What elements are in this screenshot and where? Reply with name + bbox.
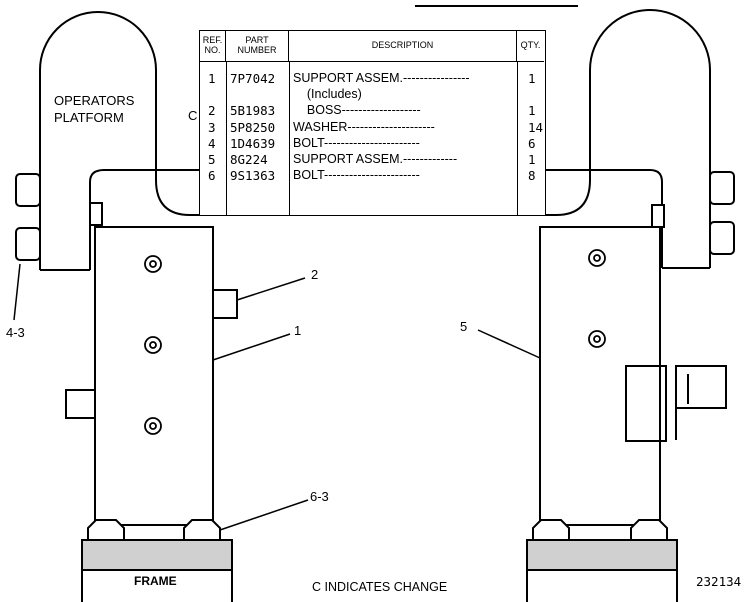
description-cell: SUPPORT ASSEM.---------------- [293,71,470,85]
change-note: C INDICATES CHANGE [312,580,448,594]
header-part-number: PART NUMBER [226,31,289,62]
ref-cell: 2 [208,103,216,119]
right-support-body [539,226,661,526]
figure-number: 232134 [696,574,742,589]
washer-left-3 [144,417,162,435]
left-platform-arch [39,11,200,270]
left-bracket-plate [89,169,200,270]
parts-row: 4 1D4639 BOLT----------------------- 6 [200,136,545,152]
leader-1 [212,333,291,361]
left-frame-top [81,539,233,571]
qty-cell: 1 [528,71,536,86]
operators-platform-label: OPERATORS [54,93,135,108]
change-marker: C [188,108,198,123]
callout-2: 2 [311,267,319,282]
right-side-plate [625,365,667,442]
base-bolt-2 [183,519,221,541]
ref-cell: 6 [208,168,216,184]
description-cell: WASHER--------------------- [293,119,435,134]
qty-cell: 1 [528,152,536,167]
qty-cell: 8 [528,168,536,184]
washer-left-2 [144,336,162,354]
left-stub [65,389,96,419]
part-number-cell: 7P7042 [230,71,276,86]
leader-6-3 [219,499,309,531]
bolt-head-right-lower [709,221,735,255]
washer-right-1 [588,249,606,267]
description-cell: BOLT----------------------- [293,168,420,183]
ref-cell: 4 [208,135,216,151]
frame-label: FRAME [134,574,177,588]
ref-cell: 1 [208,71,216,86]
callout-4-3: 4-3 [6,325,25,340]
callout-6-3: 6-3 [310,489,329,504]
qty-cell: 14 [528,119,544,135]
leader-4-3 [13,263,21,321]
bolt-head-left-lower [15,227,41,261]
parts-row: (Includes) [200,87,545,103]
header-ref-no: REF. NO. [200,31,226,62]
right-frame-top [526,539,678,571]
description-cell: (Includes) [293,87,362,102]
qty-cell: 6 [528,135,536,151]
header-description: DESCRIPTION [289,31,517,62]
right-boss [675,365,727,409]
leader-5 [477,329,541,359]
base-bolt-1 [87,519,125,541]
operators-platform-label-2: PLATFORM [54,110,124,125]
washer-left-1 [144,255,162,273]
part-number-cell: 5B1983 [230,103,276,119]
description-cell: BOLT----------------------- [293,135,420,150]
leader-2 [236,277,306,301]
description-cell: BOSS------------------- [293,103,421,118]
bolt-head-left-upper [15,173,41,207]
qty-cell: 1 [528,103,536,119]
base-bolt-4 [630,519,668,541]
callout-1: 1 [294,323,302,338]
ref-cell: 3 [208,119,216,135]
ref-cell: 5 [208,152,216,167]
callout-5: 5 [460,319,468,334]
parts-row: 1 7P7042 SUPPORT ASSEM.---------------- 1 [200,71,545,87]
washer-right-2 [588,330,606,348]
part-number-cell: 8G224 [230,152,268,167]
part-number-cell: 1D4639 [230,135,276,151]
right-platform-arch [546,9,711,268]
bolt-head-right-upper [709,171,735,205]
parts-row: 2 5B1983 BOSS------------------- 1 [200,103,545,119]
parts-row: 3 5P8250 WASHER--------------------- 14 [200,120,545,136]
part-number-cell: 5P8250 [230,119,276,135]
left-boss [212,289,238,319]
header-qty: QTY. [517,31,544,62]
base-bolt-3 [532,519,570,541]
part-number-cell: 9S1363 [230,168,276,184]
description-cell: SUPPORT ASSEM.------------- [293,152,458,166]
right-bracket-plate [546,169,663,268]
parts-row: 6 9S1363 BOLT----------------------- 8 [200,168,545,184]
parts-row: 5 8G224 SUPPORT ASSEM.------------- 1 [200,152,545,168]
